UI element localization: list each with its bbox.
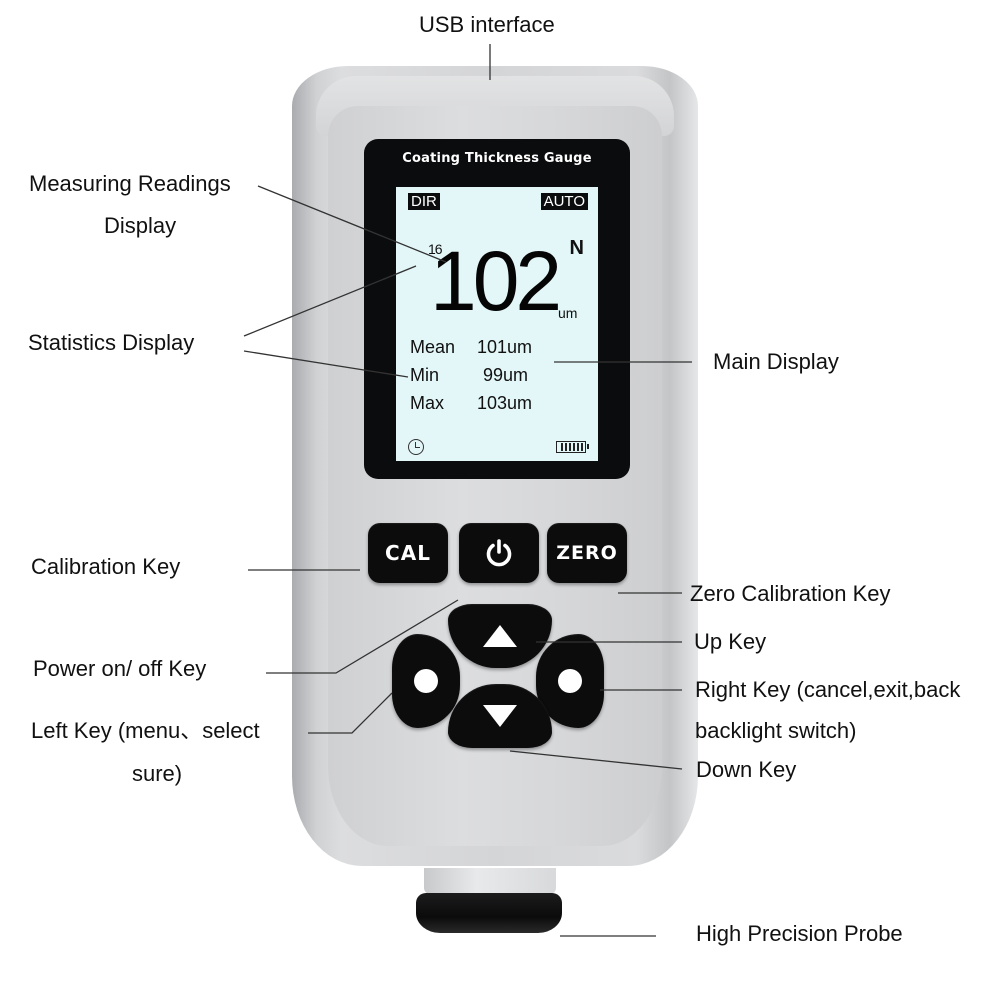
zero-key-label: ZERO	[556, 542, 618, 564]
screen-bezel: Coating Thickness Gauge DIR AUTO 16 N 10…	[364, 139, 630, 479]
stat-label: Max	[410, 393, 445, 413]
auto-mode-badge: AUTO	[540, 193, 588, 210]
stat-label: Min	[410, 365, 440, 385]
callout-calibration-key: Calibration Key	[31, 554, 181, 579]
callout-high-precision-probe: High Precision Probe	[696, 921, 903, 946]
dot-icon	[414, 669, 438, 693]
up-arrow-icon	[483, 625, 517, 647]
cal-key-label: CAL	[385, 541, 431, 565]
screen-title: Coating Thickness Gauge	[402, 151, 592, 166]
callout-usb-interface: USB interface	[419, 12, 555, 37]
lcd-main-display: DIR AUTO 16 N 102 um Mean 101um Min 99um…	[396, 187, 598, 461]
dir-mode-badge: DIR	[408, 193, 440, 210]
callout-statistics-display: Statistics Display	[28, 330, 195, 355]
power-icon	[486, 539, 512, 567]
clock-icon	[408, 439, 424, 455]
high-precision-probe	[416, 893, 562, 933]
reading-unit: um	[558, 305, 578, 321]
stat-value: 103um	[477, 393, 533, 413]
callout-left-key-line2: sure)	[132, 761, 183, 786]
stat-row-min: Min 99um	[410, 365, 528, 386]
stat-row-mean: Mean 101um	[410, 337, 532, 358]
callout-main-display: Main Display	[713, 349, 839, 374]
down-arrow-icon	[483, 705, 517, 727]
stat-label: Mean	[410, 337, 456, 357]
callout-right-key: Right Key (cancel,exit,back	[695, 677, 961, 702]
callout-measuring-readings: Measuring Readings	[29, 171, 231, 196]
substrate-mode-indicator: N	[569, 237, 584, 259]
zero-key[interactable]: ZERO	[547, 523, 627, 583]
battery-icon	[556, 441, 589, 453]
callout-left-key: Left Key (menu、select	[31, 718, 260, 743]
cal-key[interactable]: CAL	[368, 523, 448, 583]
stat-value: 101um	[477, 337, 533, 357]
probe-neck	[424, 868, 556, 894]
stat-row-max: Max 103um	[410, 393, 532, 414]
stat-value: 99um	[483, 365, 529, 385]
callout-power-key: Power on/ off Key	[33, 656, 207, 681]
callout-measuring-readings-line2: Display	[104, 213, 177, 238]
thickness-reading: 102	[430, 234, 562, 328]
callout-up-key: Up Key	[694, 629, 767, 654]
power-key[interactable]	[459, 523, 539, 583]
dot-icon	[558, 669, 582, 693]
callout-zero-calibration-key: Zero Calibration Key	[690, 581, 891, 606]
callout-down-key: Down Key	[696, 757, 797, 782]
gauge-device: Coating Thickness Gauge DIR AUTO 16 N 10…	[292, 66, 698, 866]
down-key[interactable]	[448, 684, 552, 748]
callout-right-key-line2: backlight switch)	[695, 718, 857, 743]
